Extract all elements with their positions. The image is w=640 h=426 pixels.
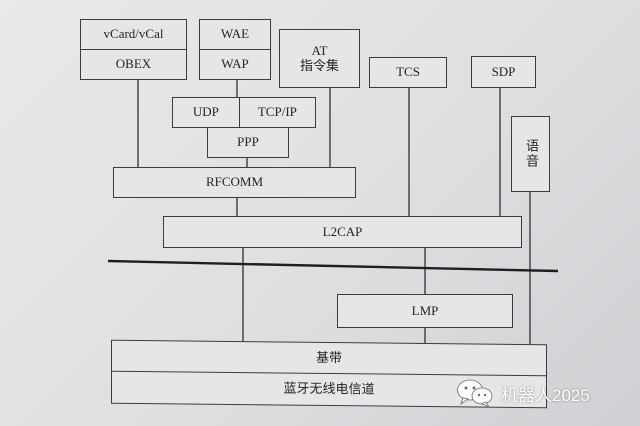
l2cap-box: L2CAP — [163, 216, 522, 248]
ppp-label: PPP — [237, 134, 259, 150]
sdp-box: SDP — [471, 56, 536, 88]
at-command-set-label: 指令集 — [299, 57, 339, 73]
host-controller-divider — [107, 259, 559, 273]
obex-stack-box: vCard/vCal OBEX — [80, 19, 187, 80]
l2cap-label: L2CAP — [322, 223, 363, 239]
tcs-box: TCS — [369, 57, 447, 88]
vcard-layer: vCard/vCal — [81, 20, 186, 50]
baseband-layer: 基带 — [112, 340, 546, 377]
at-label: AT — [311, 42, 328, 58]
voice-label: 语音 — [523, 139, 539, 169]
ppp-box: PPP — [207, 127, 289, 158]
obex-layer: OBEX — [115, 55, 152, 71]
wap-layer: WAP — [221, 55, 249, 71]
wae-layer: WAE — [200, 20, 270, 50]
lmp-box: LMP — [337, 294, 513, 328]
at-command-box: AT 指令集 — [279, 29, 360, 88]
wechat-icon — [457, 379, 493, 408]
sdp-label: SDP — [491, 63, 516, 79]
lmp-label: LMP — [411, 302, 439, 318]
udp-tcpip-box: UDP TCP/IP — [172, 97, 316, 128]
tcs-label: TCS — [396, 64, 420, 80]
wap-stack-box: WAE WAP — [199, 19, 271, 80]
watermark: 机器人2025 — [455, 378, 590, 408]
tcpip-layer: TCP/IP — [257, 104, 297, 120]
udp-layer: UDP — [173, 98, 240, 127]
rfcomm-label: RFCOMM — [205, 174, 264, 190]
voice-box: 语音 — [511, 116, 550, 192]
watermark-text: 机器人2025 — [501, 385, 590, 405]
rfcomm-box: RFCOMM — [113, 167, 356, 198]
